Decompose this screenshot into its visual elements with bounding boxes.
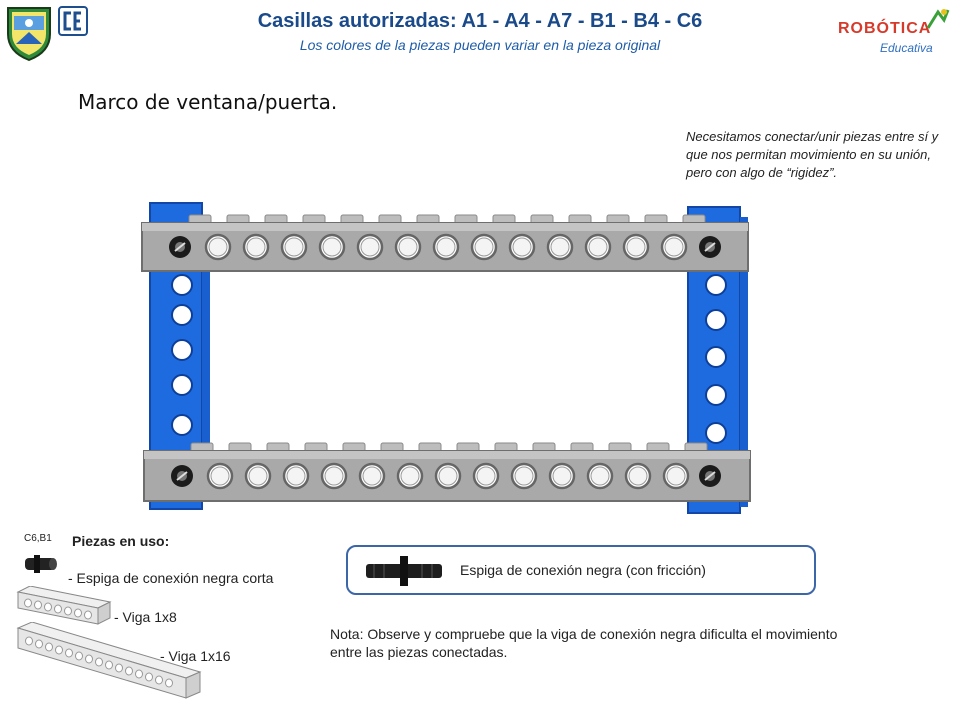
robot-figure-icon [926,9,950,29]
school-crest-icon [7,7,51,62]
black-friction-pin-icon [366,556,442,586]
note-right: Necesitamos conectar/unir piezas entre s… [686,129,939,180]
note-bottom: Nota: Observe y compruebe que la viga de… [330,626,838,660]
robotica-logo-subtext: Educativa [880,41,933,55]
page-title: Casillas autorizadas: A1 - A4 - A7 - B1 … [257,10,703,32]
piece-label-pin: - Espiga de conexión negra corta [68,570,274,586]
ce-logo-icon [58,6,88,36]
gray-beam-top [141,214,749,272]
legend-label: Espiga de conexión negra (con fricción) [460,562,706,578]
section-title: Marco de ventana/puerta. [78,90,338,114]
page-subtitle: Los colores de la piezas pueden variar e… [299,37,661,53]
piece-label-beam-1x8: - Viga 1x8 [114,609,177,625]
black-pin-icon [25,555,57,573]
beam-1x8-icon [16,586,112,625]
pieces-code-label: C6,B1 [24,533,52,544]
beam-1x16-icon [16,622,202,699]
piece-label-beam-1x16: - Viga 1x16 [160,648,231,664]
gray-beam-bottom [143,442,751,502]
window-frame-illustration [141,202,751,514]
robotica-logo-text: ROBÓTICA [838,20,932,37]
pieces-title: Piezas en uso: [72,533,170,549]
robotica-logo: ROBÓTICA Educativa [838,9,950,64]
